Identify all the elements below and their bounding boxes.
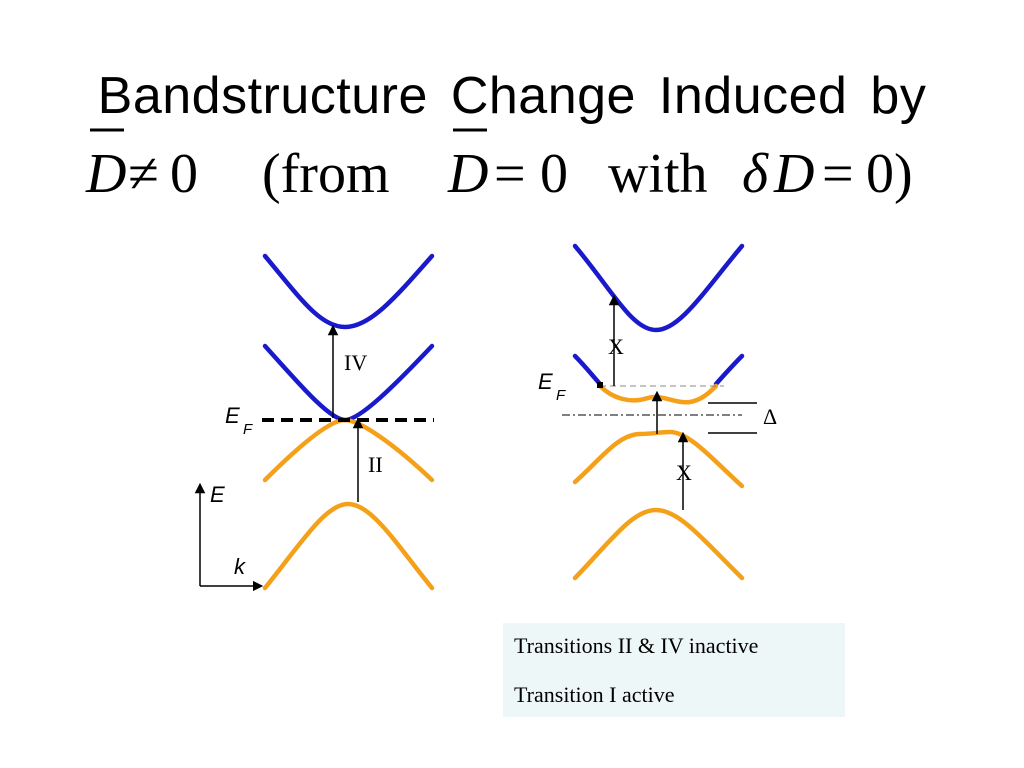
equal-sign-2: = <box>822 143 854 205</box>
equal-sign-1: = <box>494 143 526 205</box>
right-upper-transition-label: X <box>608 334 624 359</box>
left-transition-iv-label: IV <box>344 350 367 375</box>
right-lower-conduction-band <box>572 353 603 387</box>
from-text: (from <box>262 143 390 205</box>
d-symbol-1: D <box>85 143 126 205</box>
left-fermi-subscript: F <box>243 421 253 438</box>
energy-axis-label: E <box>210 482 225 507</box>
momentum-axis-label: k <box>234 554 246 579</box>
left-fermi-label: E <box>225 403 240 428</box>
right-band-diagram: E F Δ X X <box>538 243 777 581</box>
left-band-diagram: E F IV II E k <box>194 253 435 592</box>
right-upper-valence-band <box>572 429 745 489</box>
title-line-2-math: D ≠ 0 (from D = 0 with δ D = 0) <box>85 128 913 205</box>
title-line-1: Bandstructure Change Induced by <box>97 67 927 125</box>
left-upper-valence-band <box>262 417 435 483</box>
zero-close: 0) <box>866 143 913 205</box>
right-lower-conduction-band-right <box>713 353 745 387</box>
delta-symbol: δ <box>742 143 769 205</box>
right-fermi-subscript: F <box>556 387 566 404</box>
with-text: with <box>608 143 708 205</box>
right-lower-transition-label: X <box>676 460 692 485</box>
right-fermi-label: E <box>538 369 553 394</box>
right-fermi-marker <box>597 382 603 388</box>
left-transition-ii-label: II <box>368 452 383 477</box>
right-lower-valence-band <box>572 507 745 581</box>
d-symbol-3: D <box>773 143 814 205</box>
d-symbol-2: D <box>447 143 488 205</box>
left-lower-valence-band <box>262 501 435 591</box>
not-equal-sign: ≠ <box>128 143 159 205</box>
note-line-1: Transitions II & IV inactive <box>514 633 759 658</box>
gap-delta-label: Δ <box>763 404 777 429</box>
right-upper-filled-band <box>597 383 719 405</box>
zero-1: 0 <box>170 143 198 205</box>
zero-2: 0 <box>540 143 568 205</box>
transitions-note-box: Transitions II & IV inactive Transition … <box>503 623 845 717</box>
left-upper-conduction-band <box>262 253 435 330</box>
note-line-2: Transition I active <box>514 682 675 707</box>
right-upper-conduction-band <box>572 243 745 333</box>
